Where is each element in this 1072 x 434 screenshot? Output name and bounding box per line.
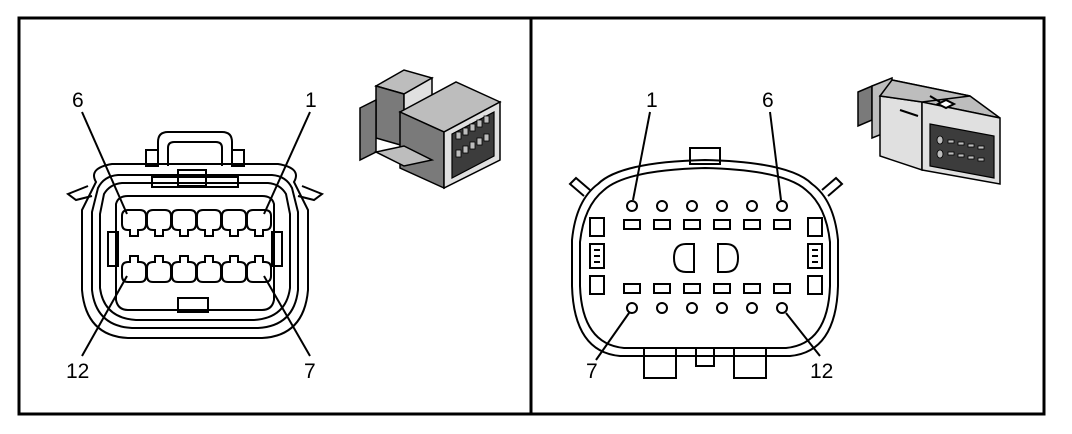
right-pin-label-6: 6 bbox=[762, 89, 774, 112]
left-pin-label-12: 12 bbox=[66, 360, 89, 383]
right-pin-label-12: 12 bbox=[810, 360, 833, 383]
leader-line-right-pin-1 bbox=[632, 111, 651, 201]
left-pin-label-6: 6 bbox=[72, 89, 84, 112]
leader-line-left-pin-12 bbox=[81, 275, 128, 357]
right-terminal-row-top bbox=[623, 200, 791, 230]
left-cavity-row-bottom bbox=[121, 255, 272, 283]
leader-line-left-pin-1 bbox=[263, 111, 311, 215]
leader-line-right-pin-7 bbox=[595, 312, 630, 361]
right-pin-label-7: 7 bbox=[586, 360, 598, 383]
leader-line-left-pin-6 bbox=[81, 111, 128, 215]
female-connector-illustration bbox=[359, 69, 502, 190]
male-connector-illustration bbox=[857, 76, 1001, 185]
right-pin-label-1: 1 bbox=[646, 89, 658, 112]
right-panel-frame bbox=[529, 16, 1046, 416]
left-connector-face bbox=[65, 131, 325, 339]
left-pin-label-7: 7 bbox=[304, 360, 316, 383]
leader-line-right-pin-6 bbox=[769, 111, 782, 201]
leader-line-right-pin-12 bbox=[785, 312, 821, 357]
right-terminal-row-bottom bbox=[623, 283, 791, 314]
left-pin-label-1: 1 bbox=[305, 89, 317, 112]
left-cavity-row-top bbox=[121, 209, 272, 237]
leader-line-left-pin-7 bbox=[263, 275, 311, 357]
right-connector-face bbox=[568, 147, 844, 379]
